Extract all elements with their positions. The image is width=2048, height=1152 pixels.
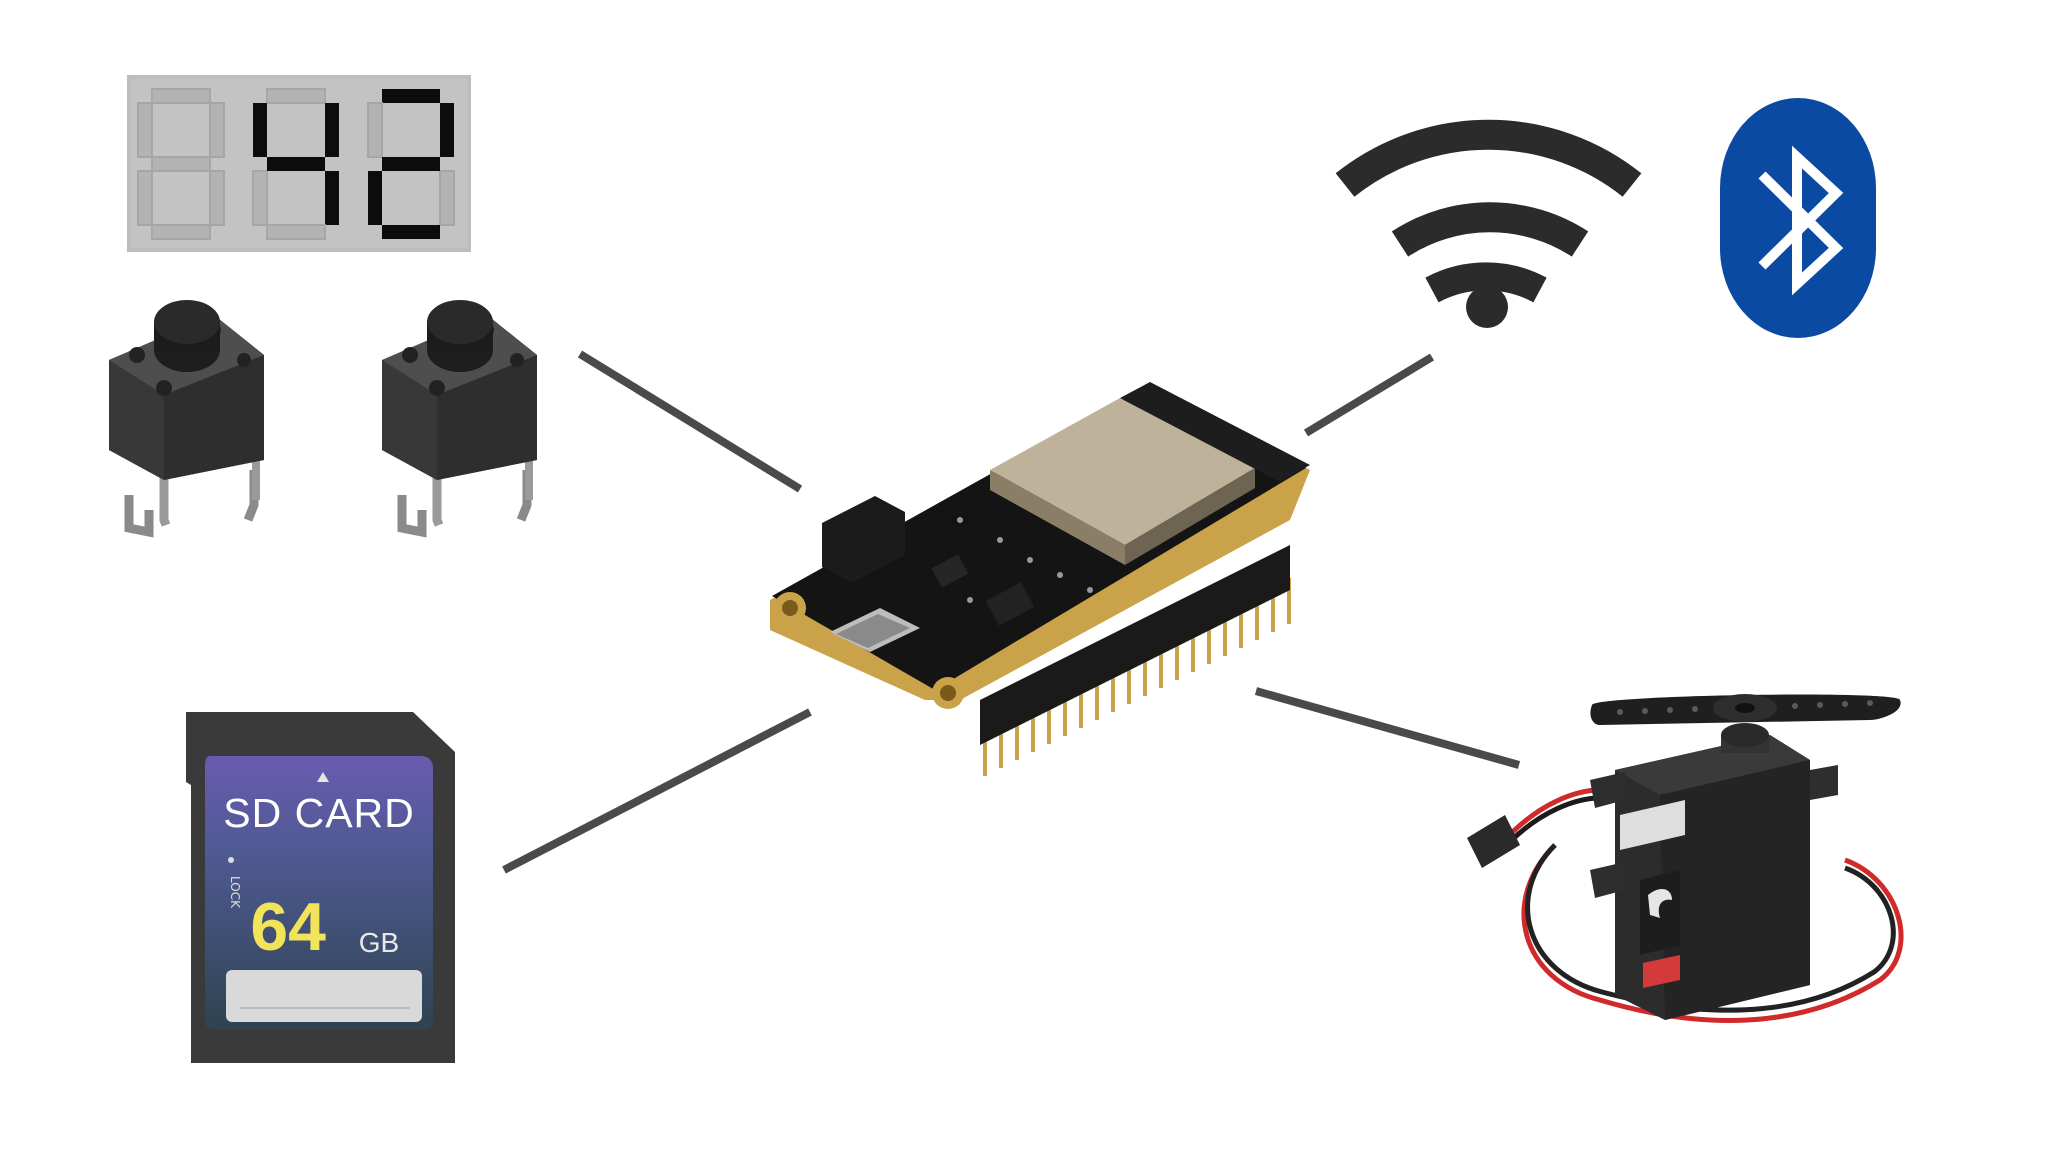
segment-2-a — [266, 88, 326, 104]
segment-2-e — [252, 170, 268, 226]
segment-3-b — [440, 103, 454, 157]
segment-1-e — [137, 170, 153, 226]
push-button-right — [382, 300, 537, 538]
connector-buttons — [577, 350, 803, 493]
segment-3-c — [439, 170, 455, 226]
sd-card-unit: GB — [359, 927, 399, 958]
sd-card-label-area — [226, 970, 422, 1022]
segment-3-a — [382, 89, 440, 103]
segment-2-f — [253, 103, 267, 157]
sd-card-capacity: 64 — [250, 889, 326, 965]
segment-3-f — [367, 102, 383, 158]
segment-1-c — [209, 170, 225, 226]
sd-card-lock-label: LOCK — [228, 876, 242, 909]
segment-3-e — [368, 171, 382, 225]
connector-sdcard — [502, 708, 812, 874]
servo-motor — [1467, 694, 1904, 1023]
esp32-board — [770, 382, 1310, 776]
bluetooth-icon — [1720, 98, 1876, 338]
connector-servo — [1254, 687, 1521, 769]
segment-1-b — [209, 102, 225, 158]
sd-card: SD CARD LOCK 64 GB — [186, 712, 455, 1063]
segment-1-d — [151, 224, 211, 240]
segment-2-c — [325, 171, 339, 225]
segment-3-d — [382, 225, 440, 239]
segment-3-g — [382, 157, 440, 171]
segment-2-g — [267, 157, 325, 171]
segment-1-g — [151, 156, 211, 172]
segment-2-b — [325, 103, 339, 157]
segment-1-f — [137, 102, 153, 158]
seven-segment-display — [127, 75, 471, 252]
segment-1-a — [151, 88, 211, 104]
segment-2-d — [266, 224, 326, 240]
connector-wireless — [1303, 353, 1435, 437]
sd-card-title: SD CARD — [223, 790, 415, 836]
wifi-icon — [1335, 119, 1642, 328]
connector-lines — [502, 350, 1521, 874]
push-button-left — [109, 300, 264, 538]
